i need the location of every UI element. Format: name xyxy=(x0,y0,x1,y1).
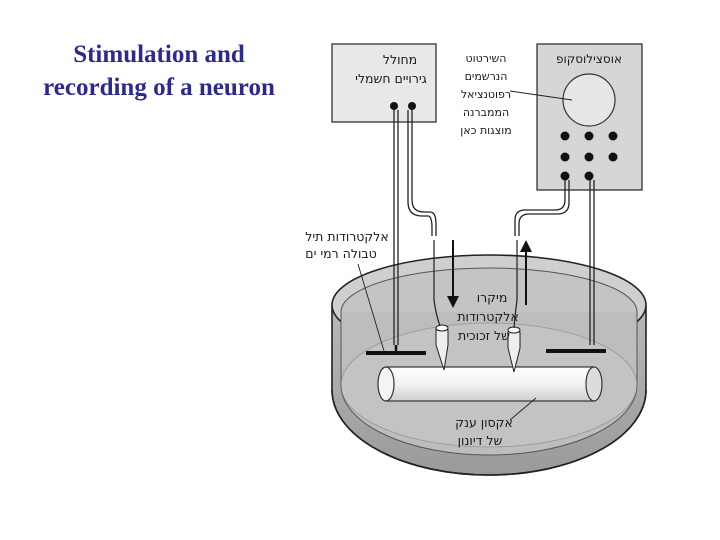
axon-label: אקסון ענק של דיונון xyxy=(455,397,537,448)
trace-note: השירטוט הנרשמים רפוטנציאל הממברנה מוצגות… xyxy=(460,52,573,137)
wires xyxy=(393,110,595,345)
stimulator-terminal-right xyxy=(408,102,416,110)
svg-text:של זכוכית: של זכוכית xyxy=(458,328,510,343)
oscilloscope: אוסצילוסקופ xyxy=(536,43,643,191)
svg-text:השירטוט: השירטוט xyxy=(466,52,507,65)
squid-axon xyxy=(377,366,603,402)
svg-text:אקסון ענק: אקסון ענק xyxy=(455,415,513,430)
stim-electrodes-label: אלקטרודות תיל טבולה רמי ים xyxy=(305,229,389,352)
svg-text:אלקטרודות: אלקטרודות xyxy=(457,309,518,324)
stimulator-terminal-left xyxy=(390,102,398,110)
svg-text:טבולה רמי ים: טבולה רמי ים xyxy=(305,246,376,261)
stimulating-electrodes xyxy=(366,345,606,355)
svg-text:מיקרו: מיקרו xyxy=(477,290,508,305)
svg-text:הממברנה: הממברנה xyxy=(463,106,509,119)
svg-text:אלקטרודות תיל: אלקטרודות תיל xyxy=(305,229,388,244)
recording-electrodes-label: מיקרו אלקטרודות של זכוכית xyxy=(457,290,518,343)
svg-text:של דיונון: של דיונון xyxy=(458,433,503,448)
stimulator-label-1: מחולל xyxy=(383,52,417,67)
oscilloscope-screen xyxy=(562,73,616,127)
title-line-1: Stimulation and xyxy=(73,41,245,68)
title-line-2: recording of a neuron xyxy=(43,74,275,101)
slide-title: Stimulation and recording of a neuron xyxy=(14,38,304,104)
svg-text:רפוטנציאל: רפוטנציאל xyxy=(461,88,511,101)
recording-electrodes xyxy=(433,240,532,373)
oscilloscope-label: אוסצילוסקופ xyxy=(556,52,622,66)
stimulator-box: מחולל גירויים חשמלי xyxy=(331,43,437,123)
stimulator-label-2: גירויים חשמלי xyxy=(355,71,427,86)
svg-text:מוצגות כאן: מוצגות כאן xyxy=(460,124,511,137)
svg-text:הנרשמים: הנרשמים xyxy=(465,70,508,83)
